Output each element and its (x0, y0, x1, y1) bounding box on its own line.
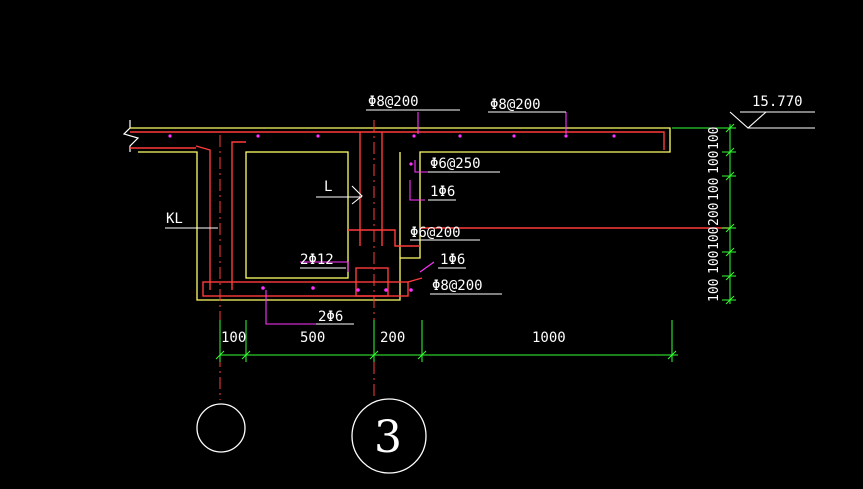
concrete-outline (130, 127, 671, 301)
dim-v-text: 100 (707, 227, 722, 250)
elevation-symbol (729, 111, 815, 129)
break-symbol (122, 120, 140, 152)
label-bottom-bar: Φ8@200 (432, 278, 483, 294)
leader-lines (265, 112, 567, 325)
dim-v-text: 100 (707, 279, 722, 302)
dimension-horizontal (215, 320, 678, 362)
detail-number: 3 (374, 412, 402, 463)
dimension-vertical (672, 123, 736, 305)
dim-v-text: 100 (707, 178, 722, 201)
label-elevation: 15.770 (752, 94, 803, 110)
label-1phi6-a: 1Φ6 (430, 184, 455, 200)
label-2phi6: 2Φ6 (318, 309, 343, 325)
label-2phi12: 2Φ12 (300, 252, 334, 268)
label-1phi6-b: 1Φ6 (440, 252, 465, 268)
dim-v-text: 100 (707, 251, 722, 274)
dim-h-text: 1000 (532, 330, 566, 346)
beam-arrow (351, 185, 363, 205)
detail-bubble (351, 398, 427, 474)
label-top-bar-1: Φ8@200 (368, 94, 419, 110)
dim-v-text: 100 (707, 151, 722, 174)
dim-h-text: 100 (221, 330, 246, 346)
label-top-bar-2: Φ8@200 (490, 97, 541, 113)
dim-h-text: 500 (300, 330, 325, 346)
label-stirrup-2: Φ6@200 (410, 225, 461, 241)
dim-v-text: 100 (707, 127, 722, 150)
dim-h-text: 200 (380, 330, 405, 346)
text-underlines (165, 109, 815, 325)
rebar-dots (168, 134, 616, 292)
slab-rebar (130, 131, 730, 297)
label-beam-KL: KL (166, 211, 183, 227)
label-beam-L: L (324, 179, 332, 195)
dim-v-text: 200 (707, 203, 722, 226)
label-stirrup-1: Φ6@250 (430, 156, 481, 172)
axis-bubble-empty (196, 403, 246, 453)
